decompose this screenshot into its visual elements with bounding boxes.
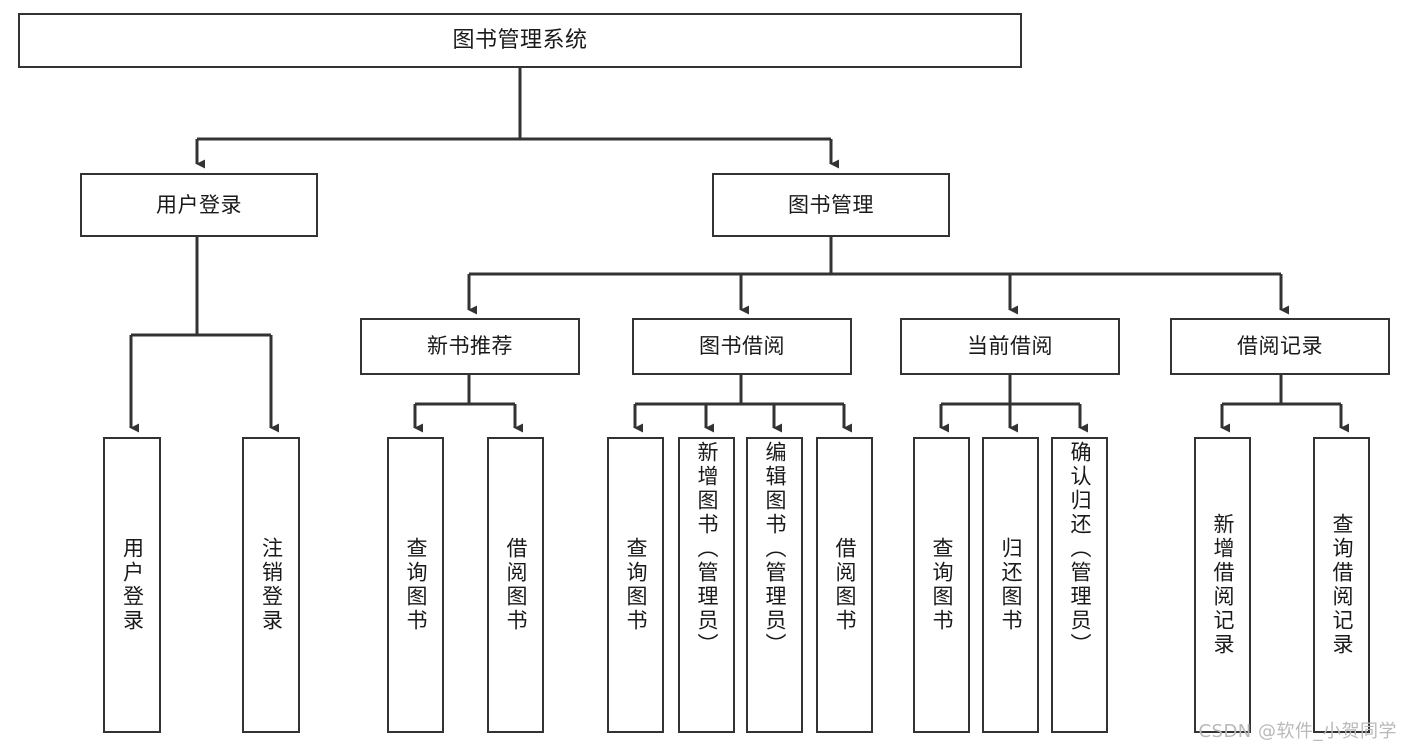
leaf-user-login-label: 用户登录: [120, 537, 145, 633]
leaf-return-books[interactable]: 归还图书: [982, 437, 1039, 733]
connector-current-to-leaves: [939, 375, 1088, 433]
leaf-query-books-current[interactable]: 查询图书: [913, 437, 970, 733]
leaf-add-borrow-record[interactable]: 新增借阅记录: [1194, 437, 1251, 733]
leaf-query-books-newbook-label: 查询图书: [404, 537, 428, 633]
leaf-query-borrow-record[interactable]: 查询借阅记录: [1313, 437, 1370, 733]
leaf-borrow-books-newbook-label: 借阅图书: [504, 537, 528, 633]
leaf-borrow-books-borrow[interactable]: 借阅图书: [816, 437, 873, 733]
leaf-edit-book-admin-label: 编辑图书（管理员）: [763, 441, 787, 657]
leaf-confirm-return-admin[interactable]: 确认归还（管理员）: [1051, 437, 1108, 733]
node-user-login-label: 用户登录: [156, 192, 242, 217]
node-book-management-label: 图书管理: [788, 192, 874, 217]
leaf-confirm-return-admin-label: 确认归还（管理员）: [1068, 441, 1092, 657]
connector-root-to-level1: [195, 68, 839, 169]
node-borrow-records-label: 借阅记录: [1237, 334, 1323, 359]
leaf-query-books-borrow-label: 查询图书: [624, 537, 648, 633]
node-root-book-management-system[interactable]: 图书管理系统: [18, 13, 1022, 68]
node-new-book-recommend-label: 新书推荐: [427, 334, 513, 359]
node-root-label: 图书管理系统: [452, 27, 588, 53]
leaf-add-book-admin[interactable]: 新增图书（管理员）: [678, 437, 735, 733]
leaf-query-books-borrow[interactable]: 查询图书: [607, 437, 664, 733]
node-book-borrow[interactable]: 图书借阅: [632, 318, 852, 375]
connector-records-to-leaves: [1220, 375, 1349, 433]
leaf-edit-book-admin[interactable]: 编辑图书（管理员）: [746, 437, 803, 733]
leaf-return-books-label: 归还图书: [999, 537, 1023, 633]
connector-newbook-to-leaves: [413, 375, 523, 433]
leaf-query-books-current-label: 查询图书: [930, 537, 954, 633]
connector-userlogin-to-leaves: [129, 237, 279, 433]
node-current-borrow-label: 当前借阅: [967, 334, 1053, 359]
leaf-logout-label: 注销登录: [259, 537, 284, 633]
leaf-borrow-books-borrow-label: 借阅图书: [833, 537, 857, 633]
leaf-query-borrow-record-label: 查询借阅记录: [1330, 513, 1354, 657]
node-new-book-recommend[interactable]: 新书推荐: [360, 318, 580, 375]
leaf-user-login[interactable]: 用户登录: [103, 437, 161, 733]
node-user-login[interactable]: 用户登录: [80, 173, 318, 237]
node-book-management[interactable]: 图书管理: [712, 173, 950, 237]
node-book-borrow-label: 图书借阅: [699, 334, 785, 359]
connector-borrow-to-leaves: [633, 375, 852, 433]
leaf-add-borrow-record-label: 新增借阅记录: [1211, 513, 1235, 657]
watermark-text: CSDN @软件_小贺同学: [1198, 721, 1397, 742]
leaf-query-books-newbook[interactable]: 查询图书: [387, 437, 444, 733]
leaf-logout[interactable]: 注销登录: [242, 437, 300, 733]
leaf-borrow-books-newbook[interactable]: 借阅图书: [487, 437, 544, 733]
leaf-add-book-admin-label: 新增图书（管理员）: [695, 441, 719, 657]
connector-bookmgmt-to-level2: [467, 237, 1289, 315]
node-current-borrow[interactable]: 当前借阅: [900, 318, 1120, 375]
node-borrow-records[interactable]: 借阅记录: [1170, 318, 1390, 375]
